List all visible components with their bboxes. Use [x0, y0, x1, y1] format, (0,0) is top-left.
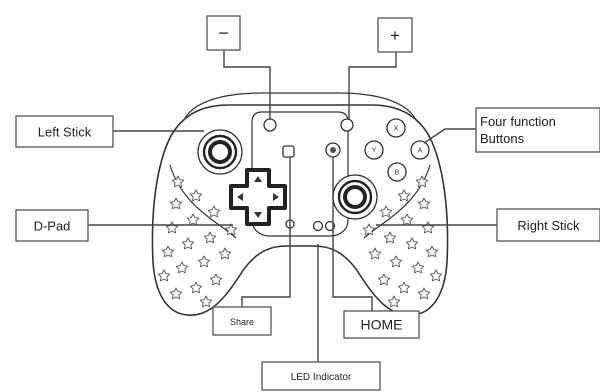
controller: X Y A B	[151, 92, 449, 316]
leader-four-function	[423, 128, 476, 144]
left-stick	[197, 129, 243, 175]
dpad	[229, 168, 287, 226]
minus-button	[263, 118, 277, 132]
face-button-right: A	[410, 140, 430, 160]
leader-share	[241, 157, 291, 307]
left-shoulder-bumper	[184, 92, 300, 119]
label-led-indicator: LED Indicator	[261, 361, 381, 391]
svg-text:X: X	[394, 126, 399, 133]
plus-button	[340, 118, 354, 132]
svg-text:Y: Y	[372, 148, 377, 155]
right-shoulder-bumper	[300, 92, 416, 119]
leader-lines	[88, 50, 497, 362]
label-four-function-buttons: Four function Buttons	[475, 107, 600, 153]
svg-text:A: A	[418, 148, 423, 155]
face-button-top: X	[386, 118, 406, 138]
center-panel	[251, 111, 349, 237]
led-indicator	[285, 219, 336, 232]
face-buttons: X Y A B	[364, 118, 430, 182]
svg-text:Right Stick: Right Stick	[517, 218, 580, 233]
label-home: HOME	[343, 310, 420, 339]
label-dpad: D-Pad	[15, 209, 89, 242]
svg-text:LED Indicator: LED Indicator	[291, 372, 352, 383]
svg-text:+: +	[390, 26, 400, 45]
svg-text:D-Pad: D-Pad	[34, 219, 71, 234]
svg-text:B: B	[395, 170, 400, 177]
label-share: Share	[212, 306, 272, 336]
label-plus: +	[377, 17, 413, 53]
leader-home	[332, 157, 373, 311]
label-left-stick: Left Stick	[15, 115, 114, 148]
svg-text:Left Stick: Left Stick	[38, 125, 92, 140]
label-right-stick: Right Stick	[496, 208, 600, 242]
home-button	[325, 142, 341, 158]
svg-text:Four function: Four function	[480, 114, 556, 129]
svg-text:−: −	[218, 23, 229, 43]
leader-minus	[223, 50, 271, 119]
svg-text:Buttons: Buttons	[480, 131, 525, 146]
svg-text:Share: Share	[230, 317, 254, 327]
leader-plus	[348, 52, 397, 119]
share-button	[282, 145, 295, 158]
label-minus: −	[206, 15, 241, 51]
svg-text:HOME: HOME	[361, 317, 403, 333]
face-button-left: Y	[364, 140, 384, 160]
right-stick	[332, 174, 378, 220]
face-button-bottom: B	[387, 162, 407, 182]
